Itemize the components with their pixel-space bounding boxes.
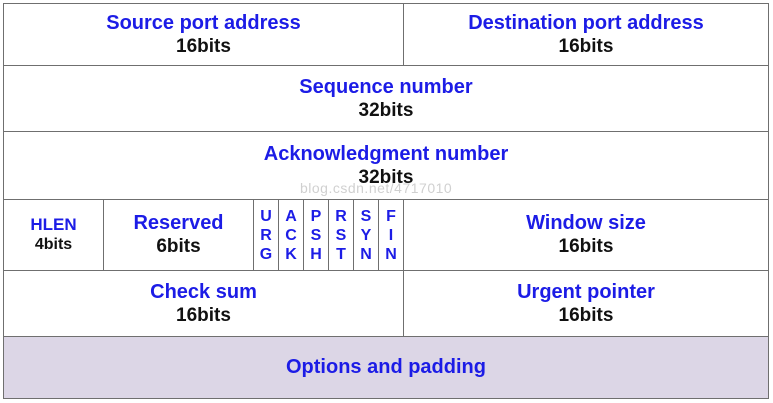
flag-ack-letter-2: C bbox=[285, 226, 297, 244]
sequence-number-label: Sequence number bbox=[299, 75, 473, 98]
urgent-pointer-bits: 16bits bbox=[558, 304, 614, 326]
flag-psh: P S H bbox=[304, 200, 329, 270]
window-size-cell: Window size 16bits bbox=[404, 200, 768, 270]
checksum-label: Check sum bbox=[150, 280, 257, 303]
sequence-number-bits: 32bits bbox=[358, 99, 414, 121]
row-options: Options and padding bbox=[4, 337, 768, 398]
source-port-bits: 16bits bbox=[176, 35, 231, 57]
flag-fin-letter-2: I bbox=[388, 226, 394, 244]
options-padding-cell: Options and padding bbox=[4, 337, 768, 398]
hlen-bits: 4bits bbox=[34, 236, 73, 253]
flag-syn: S Y N bbox=[354, 200, 379, 270]
destination-port-bits: 16bits bbox=[558, 35, 614, 57]
flag-ack-letter-3: K bbox=[285, 245, 297, 263]
flag-fin-letter-3: N bbox=[385, 245, 397, 263]
reserved-cell: Reserved 6bits bbox=[104, 200, 254, 270]
urgent-pointer-label: Urgent pointer bbox=[517, 280, 655, 303]
flag-psh-letter-2: S bbox=[310, 226, 322, 244]
flag-rst-letter-2: S bbox=[335, 226, 347, 244]
row-sequence: Sequence number 32bits bbox=[4, 66, 768, 132]
row-flags: HLEN 4bits Reserved 6bits U R G A C K P … bbox=[4, 200, 768, 271]
flag-rst-letter-1: R bbox=[335, 207, 347, 225]
row-ports: Source port address 16bits Destination p… bbox=[4, 4, 768, 66]
flag-syn-letter-3: N bbox=[360, 245, 372, 263]
sequence-number-cell: Sequence number 32bits bbox=[4, 66, 768, 131]
flag-ack: A C K bbox=[279, 200, 304, 270]
row-checksum-urgent: Check sum 16bits Urgent pointer 16bits bbox=[4, 271, 768, 337]
flag-urg-letter-1: U bbox=[260, 207, 272, 225]
row-acknowledgment: Acknowledgment number 32bits bbox=[4, 132, 768, 200]
source-port-label: Source port address bbox=[106, 11, 301, 34]
flag-rst-letter-3: T bbox=[336, 245, 346, 263]
flag-psh-letter-3: H bbox=[310, 245, 322, 263]
flag-urg: U R G bbox=[254, 200, 279, 270]
destination-port-cell: Destination port address 16bits bbox=[404, 4, 768, 65]
flag-syn-letter-1: S bbox=[360, 207, 372, 225]
ack-number-bits: 32bits bbox=[358, 166, 414, 188]
ack-number-label: Acknowledgment number bbox=[263, 142, 509, 165]
checksum-cell: Check sum 16bits bbox=[4, 271, 404, 336]
flag-psh-letter-1: P bbox=[310, 207, 322, 225]
flag-urg-letter-3: G bbox=[259, 245, 273, 263]
flag-rst: R S T bbox=[329, 200, 354, 270]
tcp-header-diagram: Source port address 16bits Destination p… bbox=[3, 3, 769, 399]
window-size-label: Window size bbox=[526, 212, 646, 234]
reserved-label: Reserved bbox=[133, 212, 224, 234]
window-size-bits: 16bits bbox=[558, 236, 614, 257]
hlen-label: HLEN bbox=[30, 215, 77, 234]
checksum-bits: 16bits bbox=[176, 304, 231, 326]
flag-syn-letter-2: Y bbox=[360, 226, 372, 244]
flag-ack-letter-1: A bbox=[285, 207, 297, 225]
flag-urg-letter-2: R bbox=[260, 226, 272, 244]
hlen-cell: HLEN 4bits bbox=[4, 200, 104, 270]
flag-fin-letter-1: F bbox=[386, 207, 396, 225]
urgent-pointer-cell: Urgent pointer 16bits bbox=[404, 271, 768, 336]
options-padding-label: Options and padding bbox=[286, 356, 486, 378]
destination-port-label: Destination port address bbox=[468, 11, 704, 34]
ack-number-cell: Acknowledgment number 32bits bbox=[4, 132, 768, 199]
reserved-bits: 6bits bbox=[156, 236, 201, 257]
flag-fin: F I N bbox=[379, 200, 404, 270]
source-port-cell: Source port address 16bits bbox=[4, 4, 404, 65]
